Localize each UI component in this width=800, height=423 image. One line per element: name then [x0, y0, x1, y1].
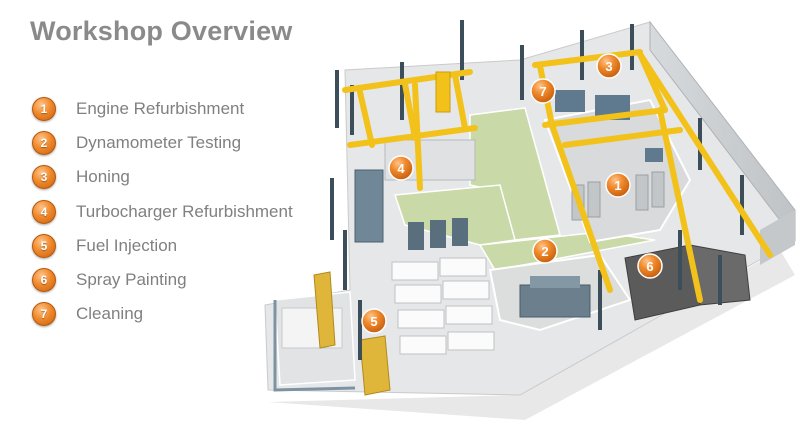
marker-number: 7: [539, 84, 546, 99]
dyno-engine: [519, 284, 591, 318]
zone-marker-4[interactable]: 4: [388, 155, 414, 181]
number-badge-4: 4: [32, 199, 56, 224]
zone-marker-6[interactable]: 6: [637, 253, 663, 279]
floor-shadow: [268, 250, 795, 420]
legend-label: Dynamometer Testing: [76, 133, 242, 153]
test-bench: [430, 220, 446, 248]
zone-marker-5[interactable]: 5: [361, 308, 387, 334]
marker-number: 5: [370, 314, 377, 329]
machine: [645, 148, 663, 162]
legend-item-fuel-injection[interactable]: 5 Fuel Injection: [32, 229, 293, 263]
columns: [330, 20, 744, 360]
legend-item-spray-painting[interactable]: 6 Spray Painting: [32, 263, 293, 297]
room-wall: [273, 300, 356, 392]
zone-marker-2[interactable]: 2: [532, 238, 558, 264]
door-panel: [313, 271, 336, 349]
dyno-engine-top: [530, 276, 580, 288]
legend-label: Cleaning: [76, 304, 144, 324]
zone-marker-1[interactable]: 1: [605, 172, 631, 198]
zone-marker-7[interactable]: 7: [530, 78, 556, 104]
legend-label: Spray Painting: [76, 270, 187, 290]
test-bench: [452, 218, 468, 246]
legend-item-engine-refurbishment[interactable]: 1 Engine Refurbishment: [32, 92, 293, 126]
number-badge-5: 5: [32, 233, 56, 258]
page-title: Workshop Overview: [30, 16, 293, 46]
marker-number: 4: [397, 161, 405, 176]
marker-number: 3: [605, 59, 612, 74]
legend-label: Honing: [76, 167, 130, 187]
number-badge-7: 7: [32, 302, 56, 327]
legend-label: Engine Refurbishment: [76, 99, 245, 119]
injection-tables: [391, 257, 495, 355]
crane-hoist: [435, 71, 451, 113]
workshop-floor-plan: 1 2 3 4 5 6 7: [264, 20, 796, 420]
marker-number: 2: [541, 244, 548, 259]
number-badge-2: 2: [32, 131, 56, 156]
legend-item-cleaning[interactable]: 7 Cleaning: [32, 297, 293, 331]
number-badge-6: 6: [32, 268, 56, 293]
legend-label: Fuel Injection: [76, 235, 178, 255]
legend-item-honing[interactable]: 3 Honing: [32, 160, 293, 194]
marker-number: 6: [646, 259, 653, 274]
overhead-cranes: [342, 49, 773, 303]
legend-list: 1 Engine Refurbishment 2 Dynamometer Tes…: [32, 92, 293, 331]
cleaning-machine: [555, 90, 585, 112]
number-badge-3: 3: [32, 165, 56, 190]
zone-marker-3[interactable]: 3: [596, 53, 622, 79]
marker-number: 1: [614, 178, 621, 193]
door-panel: [359, 335, 391, 396]
legend-item-dynamometer-testing[interactable]: 2 Dynamometer Testing: [32, 126, 293, 160]
number-badge-1: 1: [32, 97, 56, 122]
test-bench: [408, 222, 424, 250]
legend-item-turbocharger-refurbishment[interactable]: 4 Turbocharger Refurbishment: [32, 195, 293, 229]
legend-label: Turbocharger Refurbishment: [76, 201, 293, 221]
turbo-cabinet: [354, 169, 384, 243]
